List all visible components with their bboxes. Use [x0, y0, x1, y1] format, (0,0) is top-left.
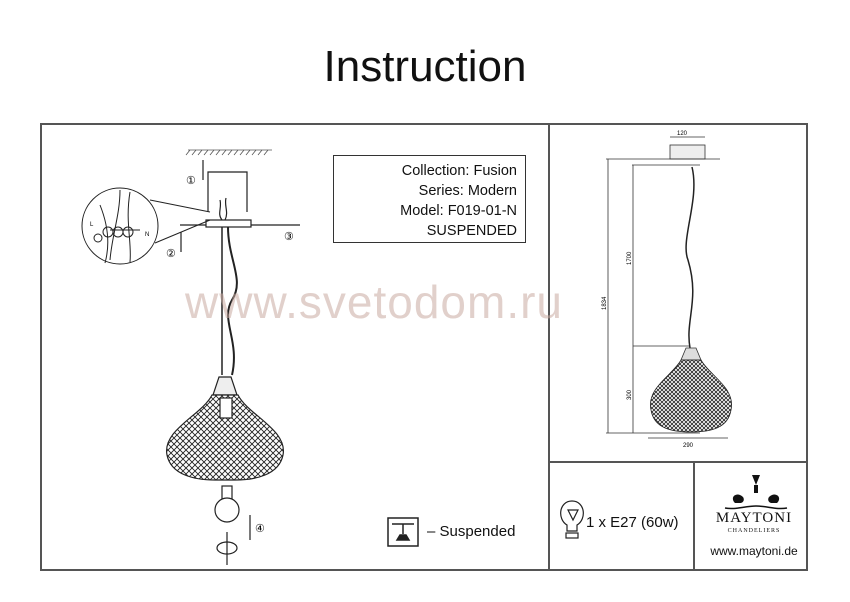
dim-shade-width: 290	[683, 443, 694, 449]
cable	[227, 226, 238, 376]
brand-name: MAYTONI	[715, 510, 793, 526]
brand-subtitle: CHANDELIERS	[727, 528, 781, 534]
dim-canopy: 120	[677, 131, 688, 137]
mount-legend: – Suspended	[427, 523, 516, 540]
type-text: SUSPENDED	[426, 223, 517, 239]
page-title: Instruction	[323, 42, 527, 91]
divider	[548, 123, 550, 571]
dim-shade-height: 300	[627, 389, 633, 400]
product-info-box: Collection: Fusion Series: Modern Model:…	[333, 155, 526, 243]
series-text: Series: Modern	[418, 183, 517, 199]
model-text: Model: F019-01-N	[400, 203, 517, 219]
collection-text: Collection: Fusion	[401, 163, 517, 179]
bulb-drawing	[214, 485, 251, 565]
step-3: ③	[284, 231, 294, 243]
bulb-icon	[560, 500, 584, 539]
ceiling-hatch	[185, 149, 272, 156]
step-2: ②	[166, 248, 176, 260]
suspended-icon	[387, 517, 419, 547]
dim-total: 1834	[602, 296, 608, 310]
brand-url[interactable]: www.maytoni.de	[710, 544, 798, 558]
wiring-detail	[81, 187, 211, 265]
watermark: www.svetodom.ru	[185, 276, 564, 328]
lamp-shade	[166, 376, 284, 481]
step-4: ④	[255, 523, 265, 535]
dimension-drawing	[606, 136, 732, 439]
dim-cable: 1700	[627, 251, 633, 265]
live-label: L	[90, 222, 94, 228]
maytoni-logo-ornament	[724, 475, 788, 510]
bulb-spec: 1 x E27 (60w)	[586, 514, 679, 531]
divider	[693, 462, 695, 571]
step-1: ①	[186, 175, 196, 187]
neutral-label: N	[145, 232, 149, 238]
divider	[549, 461, 808, 463]
canopy	[180, 160, 300, 252]
drawing-frame	[40, 123, 808, 571]
